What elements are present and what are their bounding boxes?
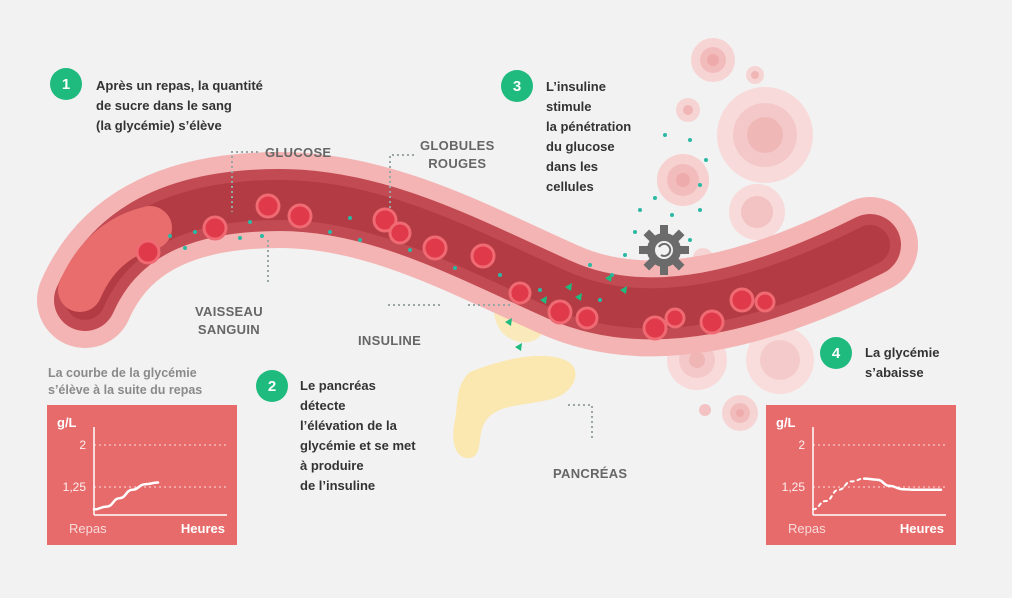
- step-number: 4: [831, 344, 841, 362]
- glucose-molecules: [168, 133, 708, 302]
- glycemia-curve-0: [92, 481, 160, 511]
- glycemia-curve-1: [862, 477, 943, 492]
- leader-lines: [231, 151, 593, 438]
- x-label-end: Heures: [181, 521, 225, 536]
- y-tick-label: 2: [798, 438, 805, 452]
- label-globules-rouges: GLOBULES ROUGES: [420, 138, 495, 171]
- label-pancreas: PANCRÉAS: [553, 466, 628, 481]
- step-2-text: Le pancréas détecte l’élévation de la gl…: [300, 378, 416, 493]
- y-tick-label: 2: [79, 438, 86, 452]
- x-label-start: Repas: [69, 521, 107, 536]
- gear-icon: [639, 225, 689, 275]
- step-number: 3: [512, 77, 522, 95]
- body-cells: [657, 38, 828, 431]
- glycemia-curve-0: [812, 477, 866, 511]
- y-axis-label: g/L: [57, 415, 77, 430]
- step-1-text: Après un repas, la quantité de sucre dan…: [96, 78, 263, 133]
- blood-vessel: [37, 151, 918, 357]
- x-label-start: Repas: [788, 521, 826, 536]
- step-2-badge: 2: [256, 370, 288, 402]
- red-blood-cells: [135, 193, 776, 341]
- step-3-text: L’insuline stimule la pénétration du glu…: [546, 79, 632, 194]
- step-3-badge: 3: [501, 70, 533, 102]
- chart-caption-left: La courbe de la glycémie s’élève à la su…: [48, 366, 203, 397]
- step-1-badge: 1: [50, 68, 82, 100]
- step-4-badge: 4: [820, 337, 852, 369]
- step-number: 2: [267, 377, 277, 395]
- insulin-molecules: [505, 274, 627, 351]
- label-glucose: GLUCOSE: [265, 145, 332, 160]
- label-insuline: INSULINE: [358, 333, 422, 348]
- x-label-end: Heures: [900, 521, 944, 536]
- step-4-text: La glycémie s’abaisse: [865, 345, 940, 380]
- y-axis-label: g/L: [776, 415, 796, 430]
- y-tick-label: 1,25: [63, 480, 87, 494]
- label-vaisseau-sanguin: VAISSEAU SANGUIN: [195, 304, 263, 337]
- y-tick-label: 1,25: [782, 480, 806, 494]
- step-number: 1: [61, 75, 71, 93]
